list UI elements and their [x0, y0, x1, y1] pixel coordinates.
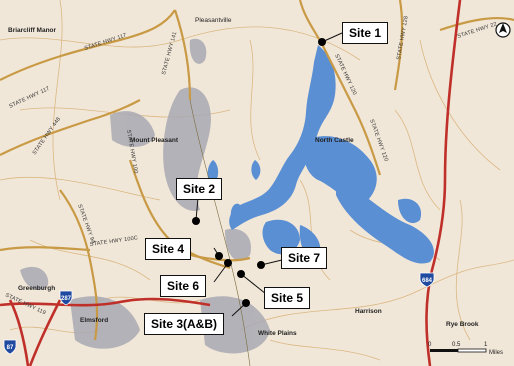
town-pleasantville: Pleasantville — [195, 17, 232, 24]
site-6-label: Site 6 — [160, 275, 207, 297]
i684-label: 684 — [422, 278, 433, 284]
i287-shield: 287 — [59, 290, 73, 306]
interstates — [0, 0, 462, 366]
i287-label: 287 — [61, 296, 72, 302]
site-5-marker[interactable] — [237, 270, 245, 278]
town-mount-pleasant: Mount Pleasant — [130, 137, 179, 144]
town-elmsford: Elmsford — [80, 317, 108, 324]
town-north-castle: North Castle — [315, 137, 354, 144]
site-3-marker[interactable] — [242, 299, 250, 307]
scale-zero: 0 — [428, 342, 432, 348]
town-rye-brook: Rye Brook — [446, 321, 479, 328]
site-markers — [192, 38, 326, 307]
site-3-label: Site 3(A&B) — [144, 313, 225, 335]
town-briarcliff-manor: Briarcliff Manor — [8, 27, 57, 34]
urban-areas — [20, 38, 270, 354]
site-1-marker[interactable] — [318, 38, 326, 46]
site-7-marker[interactable] — [257, 261, 265, 269]
site-7-label: Site 7 — [281, 247, 328, 269]
town-harrison: Harrison — [355, 308, 382, 315]
north-arrow-icon — [495, 22, 511, 38]
scale-bar: 0 0.5 1 Miles — [428, 342, 503, 356]
site-4-marker[interactable] — [215, 252, 223, 260]
site-4-label: Site 4 — [145, 238, 192, 260]
i684-shield: 684 — [419, 272, 435, 288]
i87-label: 87 — [7, 345, 14, 351]
scale-unit: Miles — [489, 350, 503, 356]
town-white-plains: White Plains — [258, 330, 297, 337]
i87-shield: 87 — [3, 339, 17, 355]
scale-half: 0.5 — [452, 342, 461, 348]
site-2-label: Site 2 — [176, 178, 223, 200]
site-1-label: Site 1 — [342, 22, 389, 44]
site-6-marker[interactable] — [224, 259, 232, 267]
site-5-label: Site 5 — [264, 287, 311, 309]
town-greenburgh: Greenburgh — [18, 285, 55, 292]
scale-one: 1 — [484, 342, 488, 348]
site-2-marker[interactable] — [192, 217, 200, 225]
